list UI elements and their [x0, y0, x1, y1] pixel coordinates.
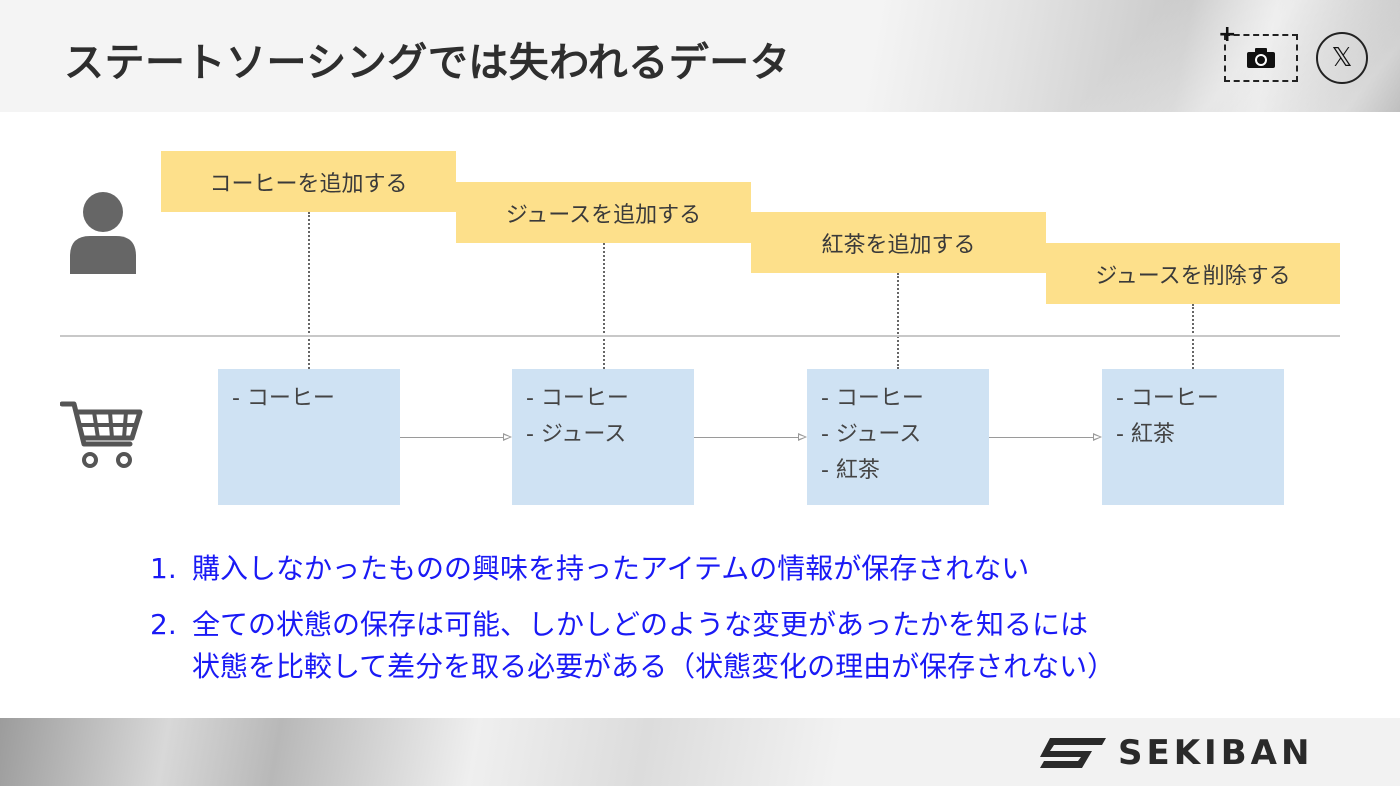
action-label: コーヒーを追加する	[209, 171, 408, 197]
action-step: 紅茶を追加する	[751, 212, 1046, 273]
notes-list: 1. 購入しなかったものの興味を持ったアイテムの情報が保存されない 2. 全ての…	[150, 548, 1115, 688]
state-arrow	[694, 433, 807, 441]
action-step: ジュースを追加する	[456, 182, 751, 243]
shopping-cart-icon	[60, 401, 143, 468]
page-title: ステートソーシングでは失われるデータ	[64, 40, 791, 86]
action-label: ジュースを追加する	[505, 202, 702, 228]
x-logo-icon: 𝕏	[1331, 43, 1353, 73]
note-text: 購入しなかったものの興味を持ったアイテムの情報が保存されない	[192, 552, 1030, 585]
header-bar	[0, 0, 1400, 112]
brand-logo: SEKIBAN	[1040, 730, 1313, 776]
note-item: 1. 購入しなかったものの興味を持ったアイテムの情報が保存されない	[150, 548, 1115, 590]
screenshot-capture-button[interactable]: +	[1218, 24, 1298, 82]
note-text: 全ての状態の保存は可能、しかしどのような変更があったかを知るには	[192, 608, 1089, 641]
cart-item: - コーヒー	[821, 386, 924, 411]
action-step: コーヒーを追加する	[161, 151, 456, 212]
action-step: ジュースを削除する	[1046, 243, 1340, 304]
state-arrow	[400, 433, 512, 441]
action-label: ジュースを削除する	[1095, 263, 1291, 289]
state-arrow	[989, 433, 1102, 441]
cart-item: - 紅茶	[1116, 422, 1175, 447]
cart-item: - コーヒー	[1116, 386, 1219, 411]
cart-item: - ジュース	[821, 422, 922, 447]
camera-icon	[1247, 48, 1275, 68]
cart-state: - コーヒー	[218, 369, 400, 505]
footer-bar	[0, 718, 1400, 786]
note-number: 2.	[150, 608, 177, 641]
sekiban-logo-icon	[1040, 738, 1106, 768]
cart-item: - 紅茶	[821, 458, 880, 483]
note-number: 1.	[150, 552, 177, 585]
brand-name: SEKIBAN	[1118, 733, 1314, 773]
connector-line	[897, 273, 899, 369]
cart-item: - コーヒー	[232, 386, 335, 411]
user-icon	[70, 192, 136, 274]
timeline-divider	[60, 335, 1340, 337]
cart-item: - ジュース	[526, 422, 627, 447]
action-label: 紅茶を追加する	[821, 232, 976, 258]
connector-line	[308, 212, 310, 369]
cart-item: - コーヒー	[526, 386, 629, 411]
cart-state: - コーヒー - 紅茶	[1102, 369, 1284, 505]
note-text: 状態を比較して差分を取る必要がある（状態変化の理由が保存されない）	[192, 650, 1116, 683]
share-x-button[interactable]: 𝕏	[1316, 32, 1368, 84]
cart-state: - コーヒー - ジュース - 紅茶	[807, 369, 989, 505]
note-item: 2. 全ての状態の保存は可能、しかしどのような変更があったかを知るには 状態を比…	[150, 604, 1115, 688]
connector-line	[603, 243, 605, 369]
plus-icon: +	[1218, 22, 1237, 47]
cart-state: - コーヒー - ジュース	[512, 369, 694, 505]
